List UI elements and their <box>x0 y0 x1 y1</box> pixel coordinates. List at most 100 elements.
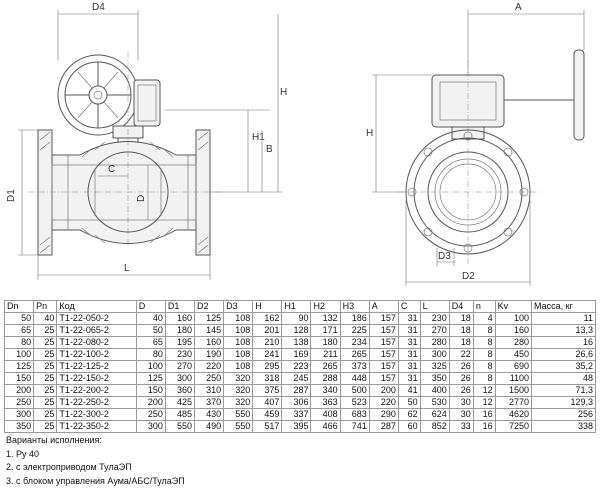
table-cell: 108 <box>223 336 254 349</box>
table-cell: 26 <box>448 360 474 373</box>
table-cell: 150 <box>135 384 166 397</box>
col-h: H <box>252 300 283 313</box>
col-d: D <box>135 300 166 313</box>
table-cell: 300 <box>3 408 35 421</box>
col-h1: H1 <box>281 300 312 313</box>
table-cell: Т1-22-250-2 <box>56 396 137 409</box>
col-mass: Масса, кг <box>531 300 596 313</box>
label-h-right: H <box>366 128 373 139</box>
table-cell: 200 <box>3 384 35 397</box>
table-cell: 8 <box>472 324 496 337</box>
table-cell: 395 <box>281 420 312 433</box>
table-cell: 265 <box>310 360 341 373</box>
table-cell: 280 <box>494 336 533 349</box>
table-cell: 48 <box>531 372 596 385</box>
table-cell: 350 <box>419 372 450 385</box>
table-cell: 360 <box>164 384 195 397</box>
table-cell: 450 <box>494 348 533 361</box>
table-cell: 26 <box>448 372 474 385</box>
table-cell: 31 <box>397 324 421 337</box>
table-cell: 230 <box>419 312 450 325</box>
table-cell: 190 <box>193 348 225 361</box>
table-cell: 407 <box>252 396 283 409</box>
table-cell: 550 <box>164 420 195 433</box>
table-cell: 41 <box>397 384 421 397</box>
table-cell: 530 <box>419 396 450 409</box>
label-d3: D3 <box>438 251 451 262</box>
table-cell: 13,3 <box>531 324 596 337</box>
col-a: A <box>368 300 399 313</box>
label-h-left: H <box>280 87 287 98</box>
table-cell: 318 <box>252 372 283 385</box>
table-cell: 157 <box>368 312 399 325</box>
table-cell: 125 <box>135 372 166 385</box>
table-cell: 12 <box>472 396 496 409</box>
table-cell: 210 <box>252 336 283 349</box>
label-a: A <box>515 2 522 13</box>
table-cell: 683 <box>339 408 370 421</box>
table-cell: 287 <box>368 420 399 433</box>
table-cell: 145 <box>193 324 225 337</box>
table-cell: 160 <box>164 312 195 325</box>
table-cell: 169 <box>281 348 312 361</box>
label-d: D <box>136 195 147 202</box>
table-cell: 741 <box>339 420 370 433</box>
table-cell: 306 <box>281 396 312 409</box>
table-cell: 18 <box>448 324 474 337</box>
table-cell: 2770 <box>494 396 533 409</box>
table-cell: 25 <box>33 396 58 409</box>
table-cell: 157 <box>368 360 399 373</box>
table-cell: 186 <box>339 312 370 325</box>
table-cell: Т1-22-200-2 <box>56 384 137 397</box>
table-cell: 490 <box>193 420 225 433</box>
table-cell: 211 <box>310 348 341 361</box>
label-d1: D1 <box>6 189 17 202</box>
table-cell: 25 <box>33 336 58 349</box>
table-cell: Т1-22-050-2 <box>56 312 137 325</box>
table-cell: 338 <box>531 420 596 433</box>
table-cell: 1100 <box>494 372 533 385</box>
table-cell: 60 <box>397 420 421 433</box>
table-cell: 408 <box>310 408 341 421</box>
table-cell: 300 <box>164 372 195 385</box>
table-cell: 8 <box>472 336 496 349</box>
table-cell: 16 <box>472 420 496 433</box>
table-cell: 25 <box>33 360 58 373</box>
table-cell: 80 <box>135 348 166 361</box>
col-d2: D2 <box>193 300 225 313</box>
table-cell: 12 <box>472 384 496 397</box>
table-cell: 100 <box>135 360 166 373</box>
table-cell: 363 <box>310 396 341 409</box>
table-cell: Т1-22-350-2 <box>56 420 137 433</box>
table-cell: Т1-22-100-2 <box>56 348 137 361</box>
col-d1: D1 <box>164 300 195 313</box>
table-cell: 31 <box>397 312 421 325</box>
table-cell: 157 <box>368 324 399 337</box>
table-cell: 485 <box>164 408 195 421</box>
table-cell: 448 <box>339 372 370 385</box>
table-cell: 223 <box>281 360 312 373</box>
table-cell: 320 <box>223 396 254 409</box>
table-cell: 35,2 <box>531 360 596 373</box>
notes-title: Варианты исполнения: <box>6 435 102 445</box>
table-cell: 30 <box>448 396 474 409</box>
table-cell: 26 <box>448 384 474 397</box>
table-cell: 241 <box>252 348 283 361</box>
table-header-row: Dn Pn Код D D1 D2 D3 H H1 H2 H3 A C L D4… <box>3 300 596 313</box>
table-cell: 18 <box>448 336 474 349</box>
table-cell: 4620 <box>494 408 533 421</box>
table-cell: 157 <box>368 336 399 349</box>
table-cell: 16 <box>472 408 496 421</box>
table-cell: 320 <box>223 372 254 385</box>
table-cell: 234 <box>339 336 370 349</box>
label-d4: D4 <box>92 2 105 13</box>
col-h2: H2 <box>310 300 341 313</box>
table-cell: 270 <box>419 324 450 337</box>
table-cell: 108 <box>223 324 254 337</box>
table-cell: 25 <box>33 408 58 421</box>
